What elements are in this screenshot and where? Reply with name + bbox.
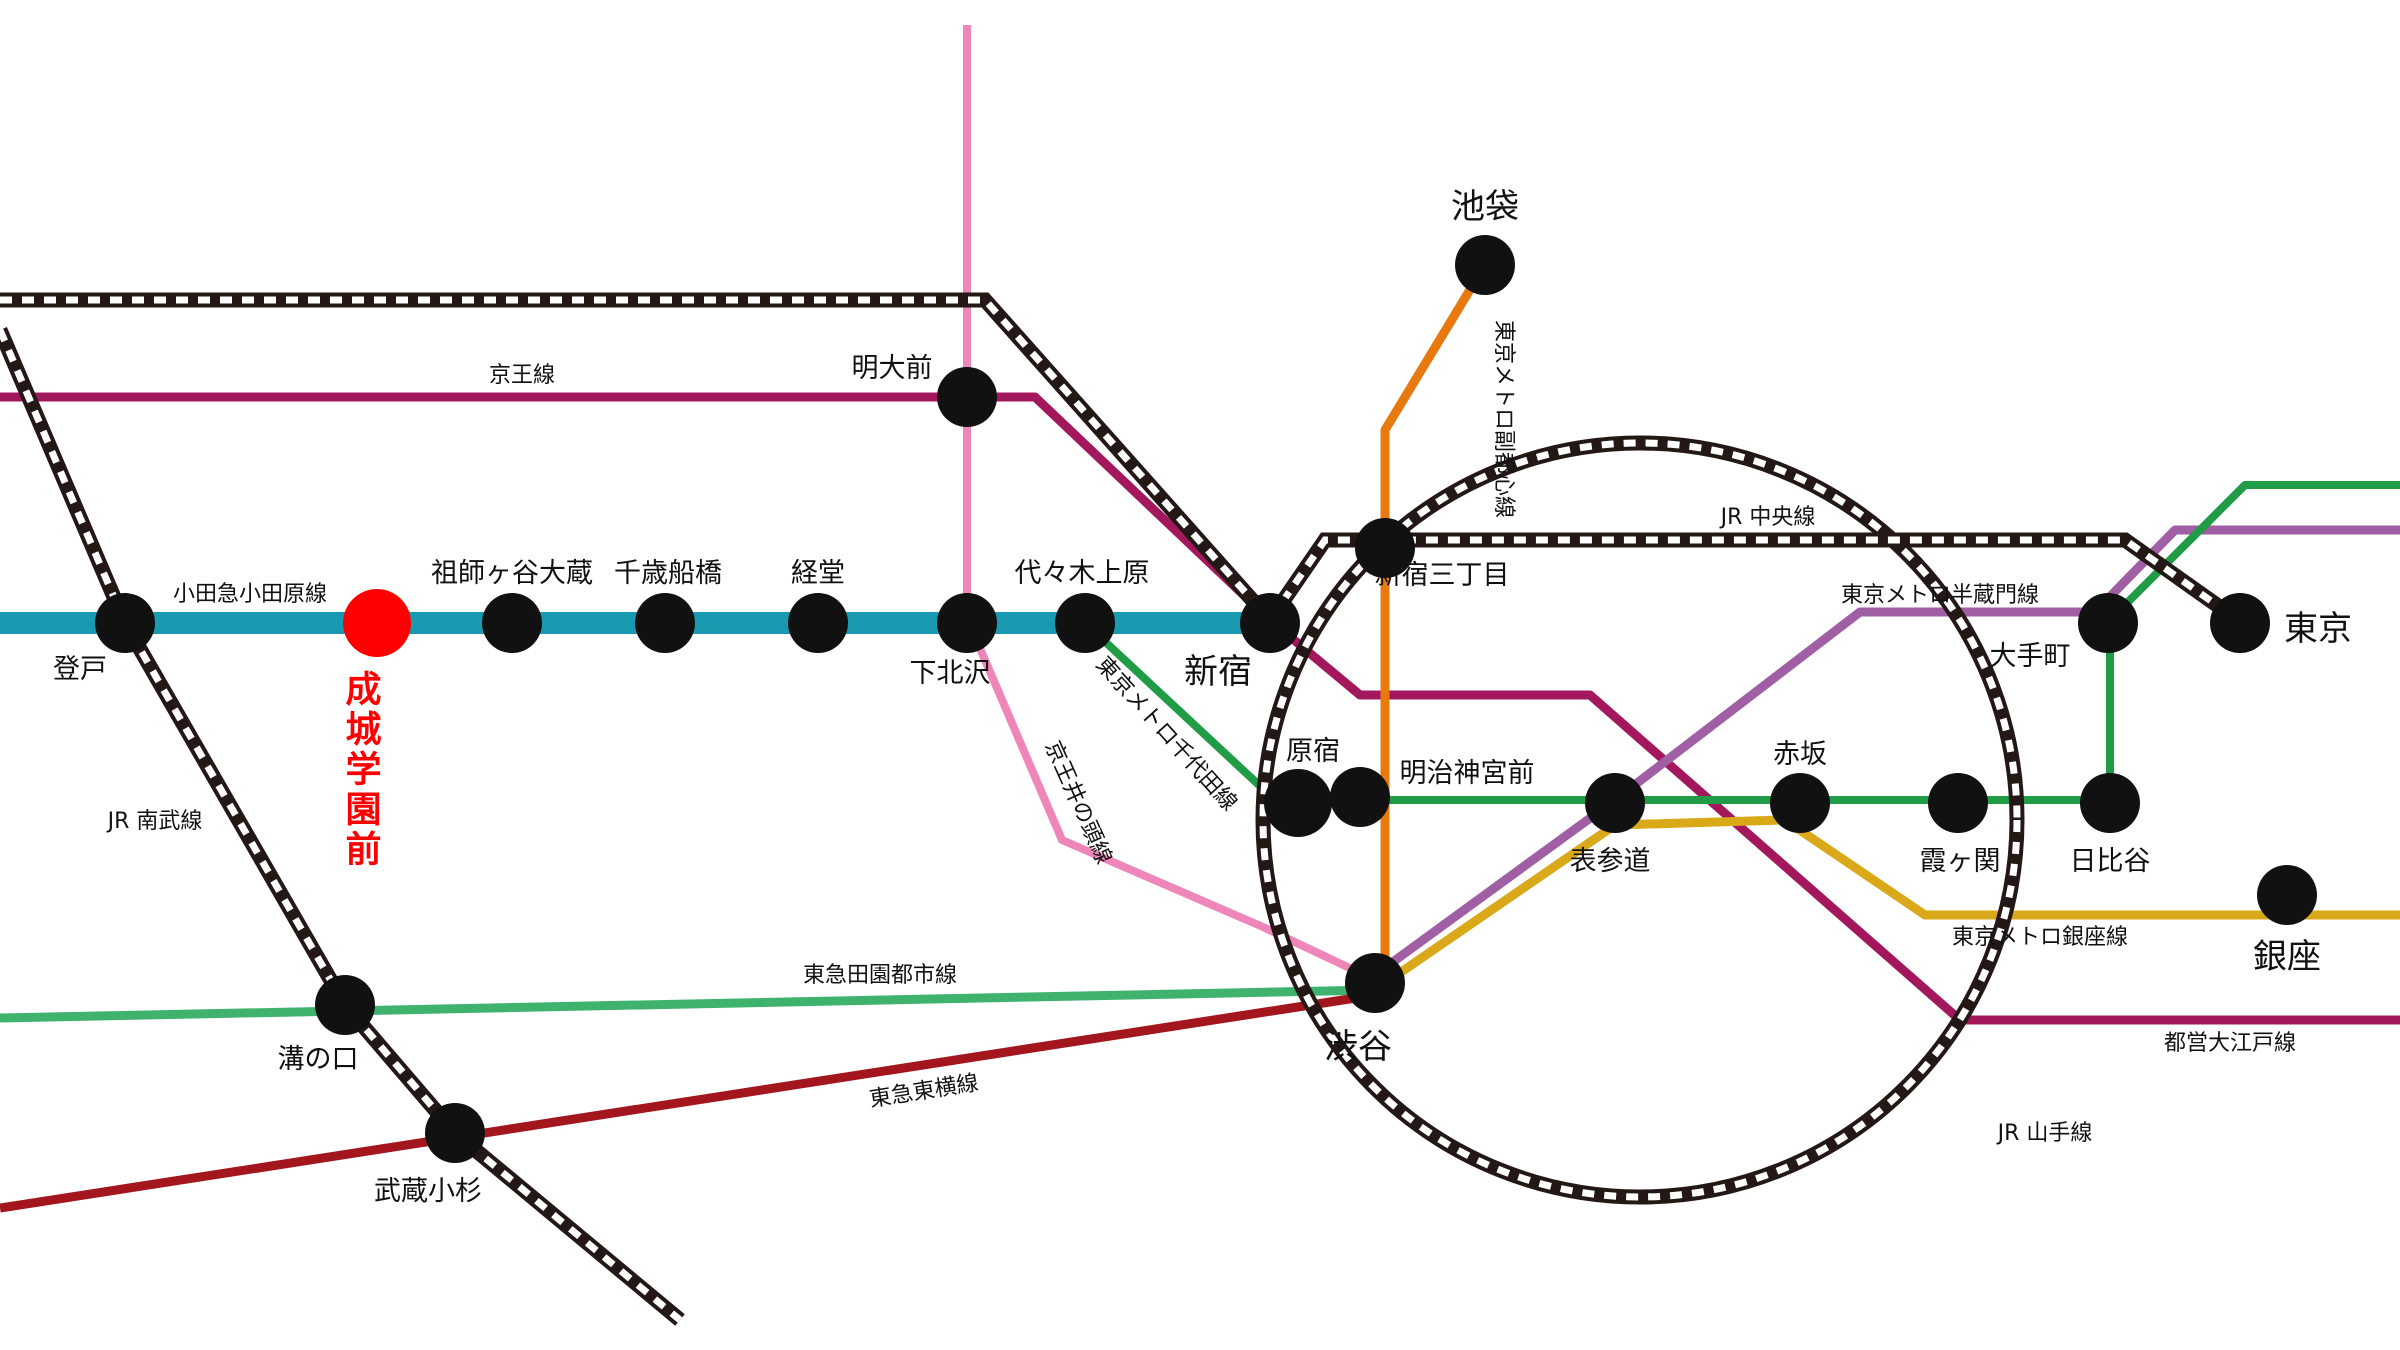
label-odakyu: 小田急小田原線 [173,582,327,607]
label-hanzomon: 東京メトロ半蔵門線 [1841,583,2039,608]
label-ginza: 銀座 [2253,937,2321,977]
station-labels: 登戸 祖師ヶ谷大蔵 千歳船橋 経堂 下北沢 代々木上原 明大前 新宿 池袋 新宿… [53,187,2352,1207]
station-soshigaya[interactable] [482,593,542,653]
denentoshi-line [0,985,1376,1023]
label-otemachi: 大手町 [1990,641,2071,672]
label-kasumigaseki: 霞ヶ関 [1920,846,2001,877]
station-chitose[interactable] [635,593,695,653]
label-chuo: JR 中央線 [1719,505,1816,530]
station-akasaka[interactable] [1770,773,1830,833]
label-seijo: 成城学園前 [340,670,382,870]
label-toyoko: 東急東横線 [868,1071,981,1113]
label-akasaka: 赤坂 [1773,739,1827,770]
station-yoyogiuehara[interactable] [1055,593,1115,653]
label-meijijingumae: 明治神宮前 [1400,758,1535,789]
label-keio: 京王線 [489,363,555,388]
label-shinjukusanchome: 新宿三丁目 [1375,560,1510,591]
station-omotesando[interactable] [1585,773,1645,833]
station-tokyo[interactable] [2210,593,2270,653]
label-fukutoshin: 東京メトロ副都心線 [1491,320,1516,518]
station-shimokita[interactable] [937,593,997,653]
label-mizonokuchi: 溝の口 [278,1044,359,1075]
label-hibiya: 日比谷 [2070,846,2151,877]
station-meijijingumae[interactable] [1330,767,1390,827]
label-noborito: 登戸 [53,654,107,685]
label-ikebukuro: 池袋 [1451,187,1519,227]
station-hibiya[interactable] [2080,773,2140,833]
label-harajuku: 原宿 [1286,736,1340,767]
label-ginza-line: 東京メトロ銀座線 [1952,925,2128,950]
station-kyodo[interactable] [788,593,848,653]
fukutoshin-line [1380,262,1489,975]
hanzomon-line [1372,525,2400,979]
station-kasumigaseki[interactable] [1928,773,1988,833]
station-shibuya[interactable] [1345,953,1405,1013]
station-ginza[interactable] [2257,865,2317,925]
stations [95,235,2317,1163]
station-meidaimae[interactable] [937,367,997,427]
label-musashikosugi: 武蔵小杉 [374,1176,482,1207]
label-kyodo: 経堂 [791,558,845,589]
label-omotesando: 表参道 [1570,846,1651,877]
label-tokyo: 東京 [2284,609,2352,649]
station-otemachi[interactable] [2078,593,2138,653]
station-musashikosugi[interactable] [425,1103,485,1163]
station-seijo[interactable] [343,589,411,657]
station-harajuku[interactable] [1264,769,1332,837]
label-yoyogiuehara: 代々木上原 [1015,558,1150,589]
chuo-line-west [0,292,1276,625]
label-chitose: 千歳船橋 [614,558,722,589]
station-mizonokuchi[interactable] [315,975,375,1035]
label-oedo: 都営大江戸線 [2164,1031,2296,1056]
label-meidaimae: 明大前 [852,353,933,384]
station-ikebukuro[interactable] [1455,235,1515,295]
ginza-line [1372,815,2400,994]
label-yamanote: JR 山手線 [1996,1121,2093,1146]
station-noborito[interactable] [95,593,155,653]
station-shinjukusanchome[interactable] [1355,518,1415,578]
jr-lines [0,292,2250,1326]
label-shibuya: 渋谷 [1324,1027,1392,1067]
label-shimokita: 下北沢 [910,658,991,689]
label-shinjuku: 新宿 [1184,652,1252,692]
label-soshigaya: 祖師ヶ谷大蔵 [431,558,593,589]
toyoko-line [0,990,1376,1213]
label-denentoshi: 東急田園都市線 [803,963,957,988]
station-shinjuku[interactable] [1240,593,1300,653]
label-nambu: JR 南武線 [106,809,203,834]
